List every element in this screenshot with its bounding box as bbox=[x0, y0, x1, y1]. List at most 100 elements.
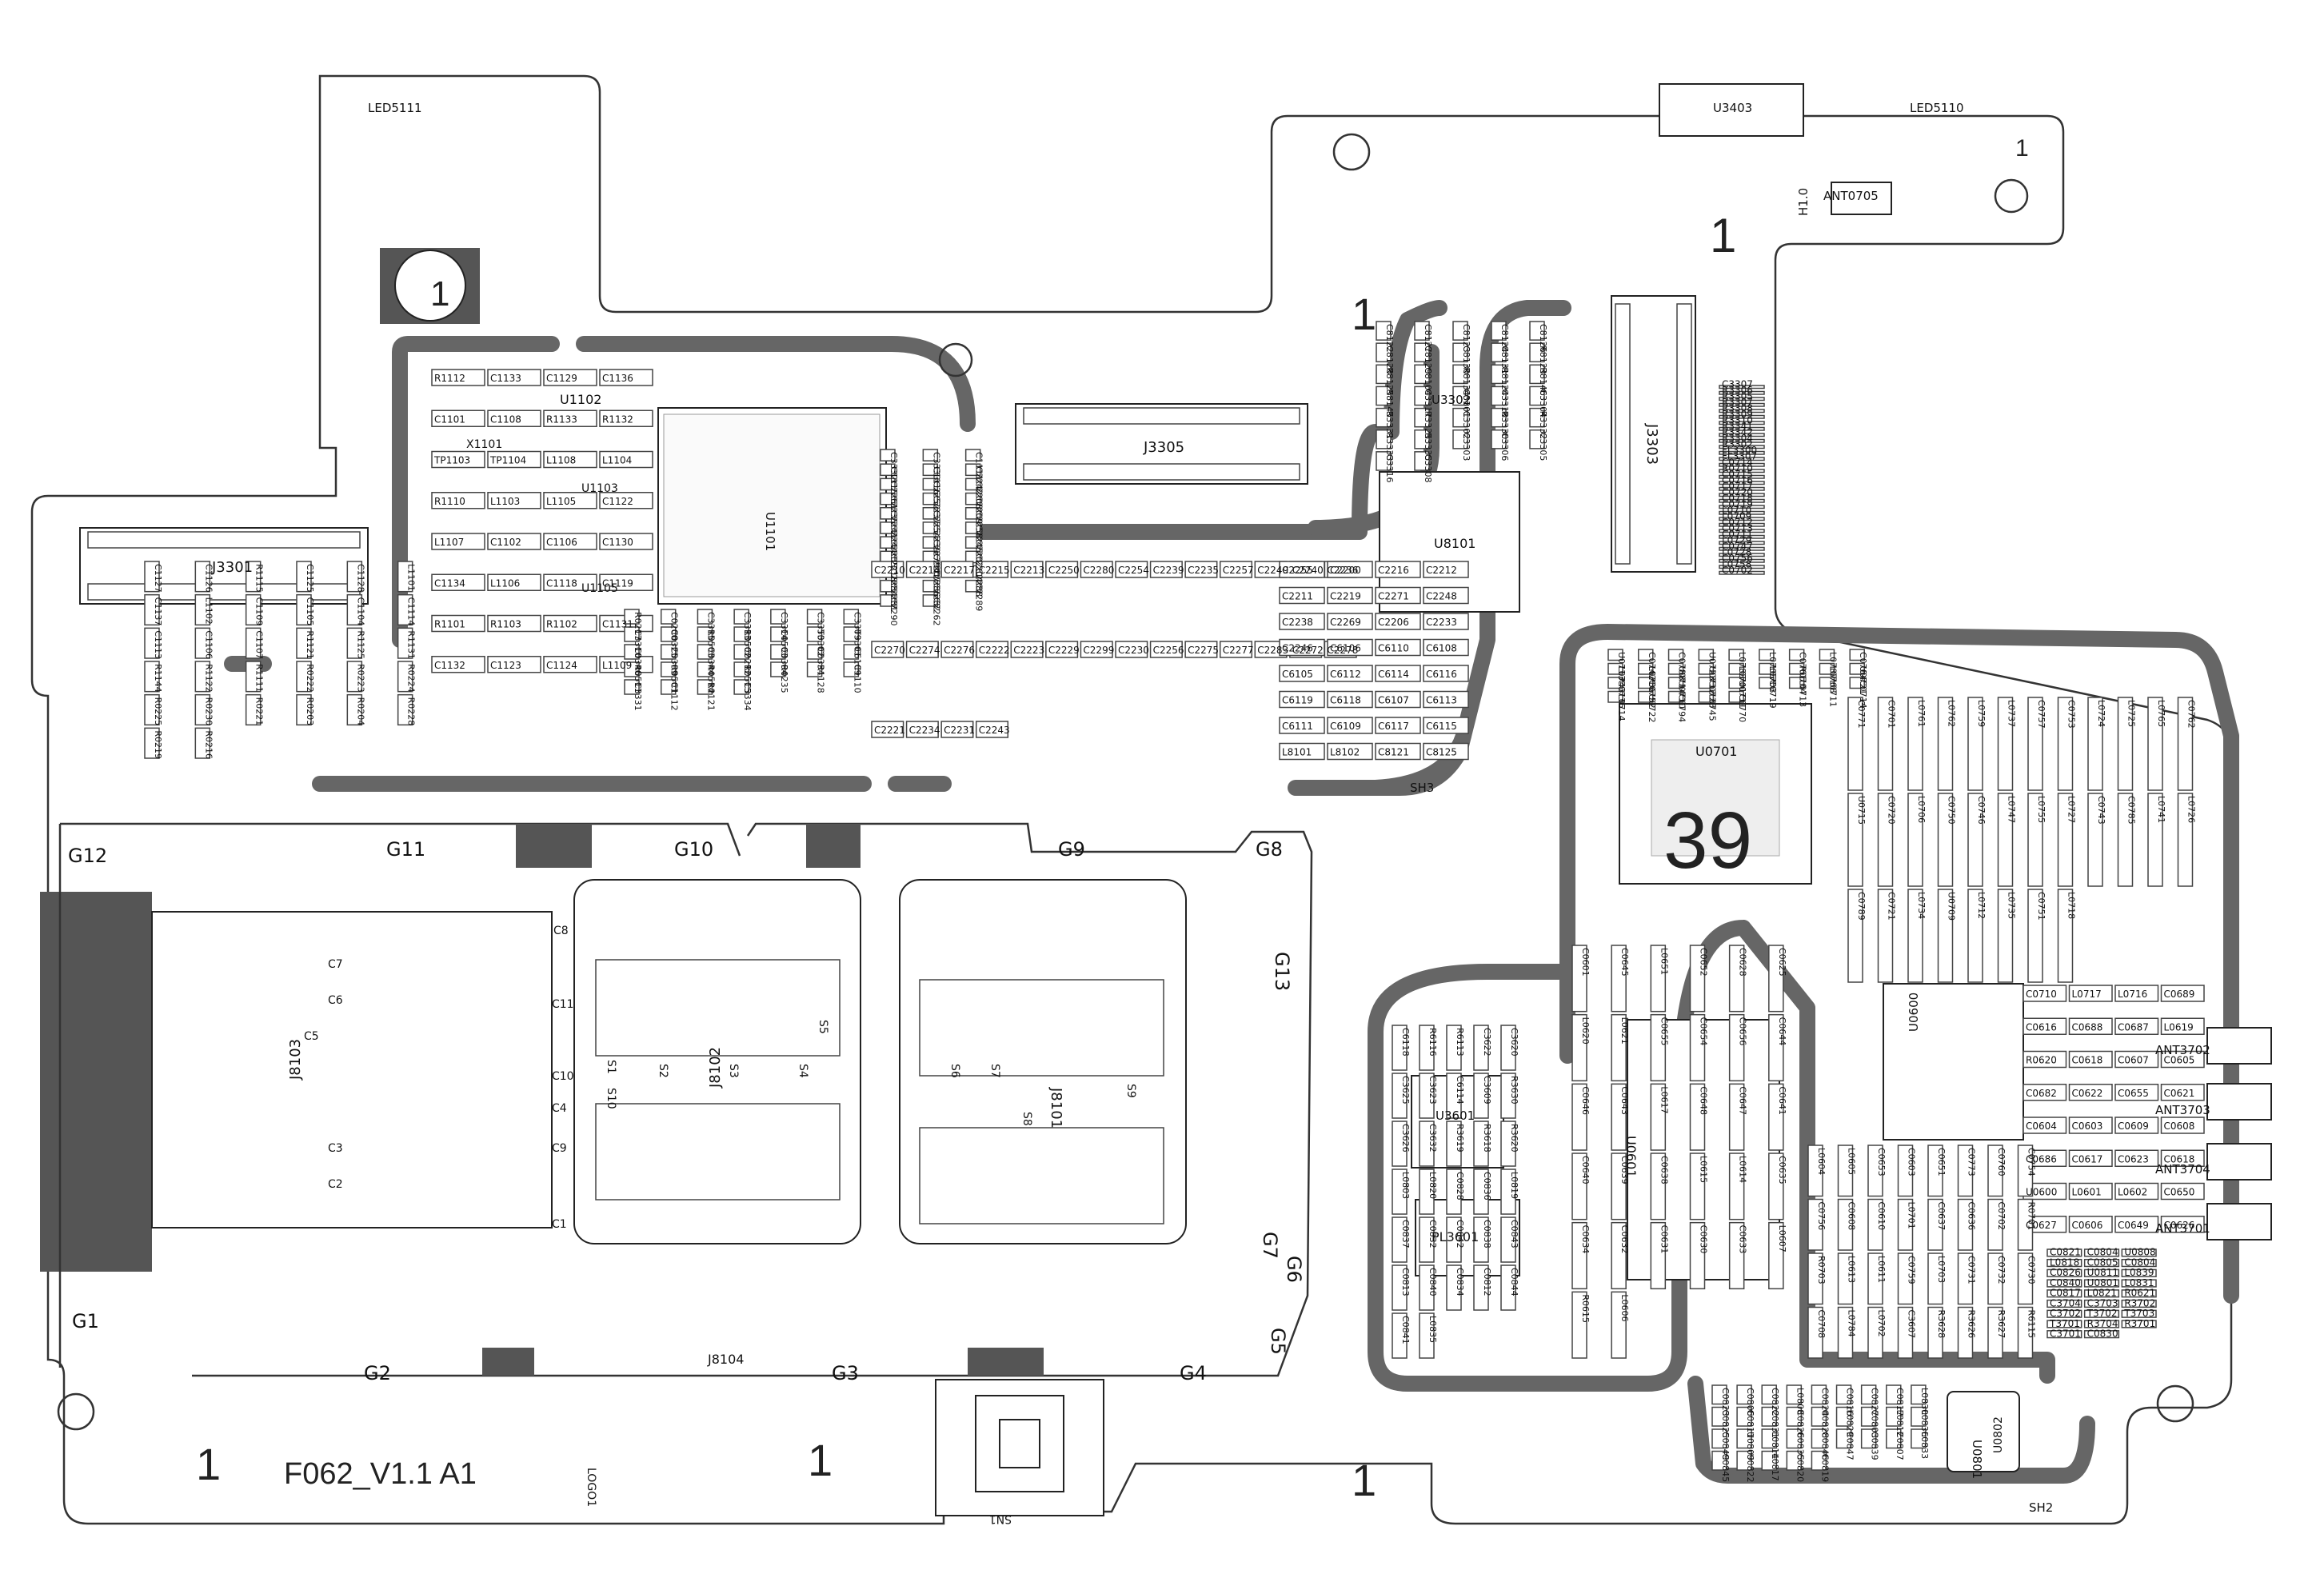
component-label: C2279 bbox=[931, 539, 941, 568]
component-pad bbox=[2114, 1149, 2159, 1167]
component-pad bbox=[1375, 586, 1421, 605]
component-pad bbox=[2017, 1306, 2034, 1359]
component-label: L0613 bbox=[1847, 1256, 1857, 1283]
connector-label: J3303 bbox=[1643, 423, 1660, 465]
component-label: C1113 bbox=[153, 630, 163, 659]
component-pad bbox=[599, 492, 653, 509]
component-label: C2242 bbox=[974, 466, 984, 495]
component-pad bbox=[1491, 321, 1507, 341]
component-label: L0605 bbox=[1847, 1148, 1857, 1175]
component-label: C1108 bbox=[490, 413, 521, 425]
component-label: U0710 bbox=[1677, 680, 1687, 709]
component-pad bbox=[871, 641, 904, 658]
component-label: C3350 bbox=[816, 612, 826, 641]
component-label: C1112 bbox=[669, 682, 680, 711]
component-label: C0806 bbox=[1745, 1388, 1755, 1416]
component-pad bbox=[1807, 1252, 1823, 1305]
component-pad bbox=[1927, 1252, 1943, 1305]
component-pad bbox=[2160, 1117, 2205, 1134]
component-pad bbox=[2083, 1268, 2120, 1277]
chip-U0801 bbox=[1947, 1391, 2020, 1472]
component-label: C1134 bbox=[434, 577, 465, 589]
component-label: R1112 bbox=[434, 373, 465, 384]
component-label: L0818 bbox=[2050, 1256, 2079, 1268]
component-pad bbox=[1423, 742, 1469, 761]
component-pad bbox=[1667, 677, 1684, 689]
component-pad bbox=[1414, 321, 1430, 341]
component-label: C6108 bbox=[1426, 643, 1457, 654]
component-pad bbox=[1719, 390, 1765, 395]
component-label: C0844 bbox=[1509, 1268, 1519, 1296]
component-pad bbox=[487, 409, 541, 427]
component-pad bbox=[660, 626, 677, 642]
component-pad bbox=[1967, 697, 1983, 791]
sim-pin-label: S3 bbox=[727, 1064, 740, 1078]
sim-cap-label: C7 bbox=[328, 958, 343, 971]
component-pad bbox=[1698, 649, 1715, 661]
component-label: C0623 bbox=[2118, 1153, 2149, 1165]
chip-U0701 bbox=[1619, 703, 1812, 885]
component-label: C2281 bbox=[888, 583, 899, 612]
component-label: C2286 bbox=[931, 568, 941, 597]
component-label: C2244 bbox=[888, 525, 899, 553]
ground-block bbox=[806, 824, 861, 868]
component-pad bbox=[660, 661, 677, 677]
sim-pin-label: S1 bbox=[605, 1060, 617, 1074]
component-pad bbox=[1819, 677, 1835, 689]
component-pad bbox=[487, 369, 541, 386]
component-label: L0833 bbox=[1919, 1432, 1930, 1459]
component-label: C0617 bbox=[2072, 1153, 2103, 1165]
component-pad bbox=[1414, 364, 1430, 385]
component-pad bbox=[1987, 1306, 2003, 1359]
component-label: C0837 bbox=[1400, 1220, 1411, 1248]
component-pad bbox=[880, 521, 896, 534]
component-pad bbox=[543, 533, 597, 550]
component-label: R0225 bbox=[153, 697, 163, 726]
component-pad bbox=[806, 661, 823, 677]
sim-cap-label: C6 bbox=[328, 994, 343, 1007]
component-pad bbox=[2017, 1198, 2034, 1251]
component-pad bbox=[1837, 1198, 1854, 1251]
component-label: C0732 bbox=[1996, 1256, 2007, 1284]
component-label: C6115 bbox=[1426, 721, 1457, 732]
component-label: C0812 bbox=[1482, 1268, 1492, 1296]
component-label: C0715 bbox=[1722, 469, 1753, 480]
chip-U1101 bbox=[657, 407, 887, 605]
component-pad bbox=[1419, 1169, 1435, 1215]
component-label: R3618 bbox=[1482, 1124, 1492, 1153]
component-label: C1126 bbox=[203, 564, 214, 593]
component-label: C0846 bbox=[1819, 1432, 1830, 1460]
component-label: C0834 bbox=[1455, 1268, 1465, 1296]
top-connector-label: LED5111 bbox=[368, 101, 422, 115]
component-pad bbox=[1419, 1264, 1435, 1311]
component-label: L0615 bbox=[1699, 1156, 1709, 1183]
antenna-label: ANT3703 bbox=[2155, 1103, 2210, 1117]
component-label: R0216 bbox=[203, 730, 214, 759]
component-pad bbox=[975, 721, 1009, 738]
board-title: F062_V1.1 A1 bbox=[284, 1457, 477, 1491]
component-pad bbox=[1728, 662, 1744, 675]
component-label: R8125 bbox=[1384, 367, 1395, 396]
component-pad bbox=[1849, 677, 1865, 689]
component-label: L0755 bbox=[2036, 796, 2046, 823]
component-pad bbox=[1719, 445, 1765, 449]
component-label: C0641 bbox=[1777, 1086, 1787, 1115]
component-pad bbox=[296, 561, 312, 593]
component-label: C0212 bbox=[742, 647, 753, 676]
component-label: C0742 bbox=[1647, 652, 1657, 681]
component-label: C0640 bbox=[1580, 1156, 1591, 1185]
component-label: R3627 bbox=[1996, 1310, 2007, 1339]
component-label: R1110 bbox=[434, 496, 465, 507]
component-pad bbox=[2177, 697, 2194, 791]
component-pad bbox=[2057, 793, 2074, 887]
component-pad bbox=[1473, 1025, 1489, 1071]
component-label: U0721 bbox=[1858, 666, 1868, 695]
connector-ANT0705-body bbox=[1831, 182, 1892, 215]
component-label: C3301 bbox=[1461, 389, 1471, 417]
component-pad bbox=[2083, 1320, 2120, 1328]
component-label: R8145 bbox=[1384, 389, 1395, 417]
component-label: R1101 bbox=[434, 619, 465, 630]
component-label: C3307 bbox=[1722, 379, 1753, 390]
component-label: C0849 bbox=[1720, 1432, 1731, 1460]
component-label: C0719 bbox=[1722, 499, 1753, 510]
